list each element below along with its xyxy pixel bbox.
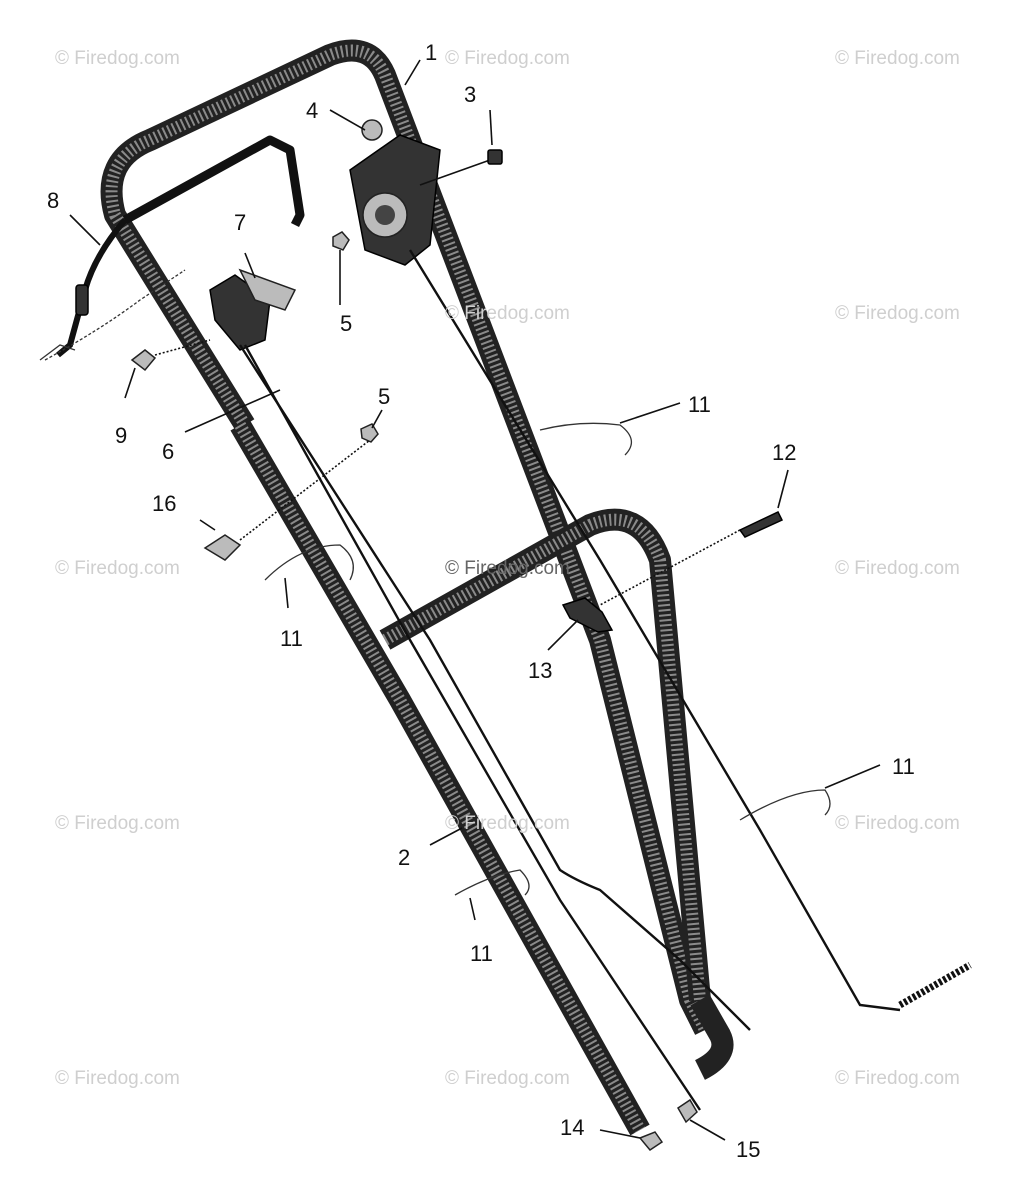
bolt-12 xyxy=(599,511,784,606)
callout-15: 15 xyxy=(736,1137,761,1162)
callout-2: 2 xyxy=(398,845,411,870)
watermark: © Firedog.com xyxy=(445,48,570,69)
watermark: © Firedog.com xyxy=(835,1068,960,1089)
callout-7: 7 xyxy=(234,210,247,235)
bail-block xyxy=(209,268,297,351)
nut-5-lower xyxy=(360,423,379,443)
watermark: © Firedog.com xyxy=(835,558,960,579)
watermark: © Firedog.com xyxy=(55,1068,180,1089)
nut-5-upper xyxy=(332,231,350,251)
callout-1: 1 xyxy=(425,40,438,65)
spring xyxy=(44,269,186,361)
watermark: © Firedog.com xyxy=(55,813,180,834)
bolt-6 xyxy=(184,389,281,433)
callout-16: 16 xyxy=(152,491,177,516)
watermark: © Firedog.com xyxy=(445,1068,570,1089)
callout-11: 11 xyxy=(688,392,711,417)
watermark: © Firedog.com xyxy=(55,48,180,69)
cable-ties-11 xyxy=(264,422,831,896)
callout-9: 9 xyxy=(115,423,128,448)
callout-13: 13 xyxy=(528,658,553,683)
watermark: © Firedog.com xyxy=(835,813,960,834)
callout-11: 11 xyxy=(470,941,493,966)
callout-8: 8 xyxy=(47,188,60,213)
callout-6: 6 xyxy=(162,439,175,464)
callout-12: 12 xyxy=(772,440,797,465)
knob-13 xyxy=(561,597,614,633)
callout-4: 4 xyxy=(306,98,319,123)
watermark: © Firedog.com xyxy=(835,48,960,69)
callout-11: 11 xyxy=(280,626,303,651)
upper-handle xyxy=(100,39,715,1035)
callout-leaders xyxy=(69,59,881,921)
callout-5: 5 xyxy=(378,384,391,409)
cable-spring xyxy=(898,961,972,1009)
watermark: © Firedog.com xyxy=(445,813,570,834)
throttle-cable xyxy=(243,344,701,1111)
drive-cable xyxy=(408,249,901,1012)
watermark: © Firedog.com xyxy=(55,558,180,579)
wing-nut-9 xyxy=(130,339,211,372)
control-box xyxy=(349,119,441,266)
callout-3: 3 xyxy=(464,82,477,107)
watermark: © Firedog.com xyxy=(445,303,570,324)
callout-5: 5 xyxy=(340,311,353,336)
bolt-3 xyxy=(419,149,503,186)
watermark: © Firedog.com xyxy=(445,558,570,579)
cable-end xyxy=(39,344,76,361)
callout-14: 14 xyxy=(560,1115,585,1140)
callout-11: 11 xyxy=(892,754,915,779)
hardware-14-15 xyxy=(599,1098,726,1151)
lower-handle xyxy=(230,419,734,1136)
watermark: © Firedog.com xyxy=(835,303,960,324)
control-cable xyxy=(238,344,751,1031)
knob-16 xyxy=(203,439,371,561)
control-bar xyxy=(56,135,305,358)
